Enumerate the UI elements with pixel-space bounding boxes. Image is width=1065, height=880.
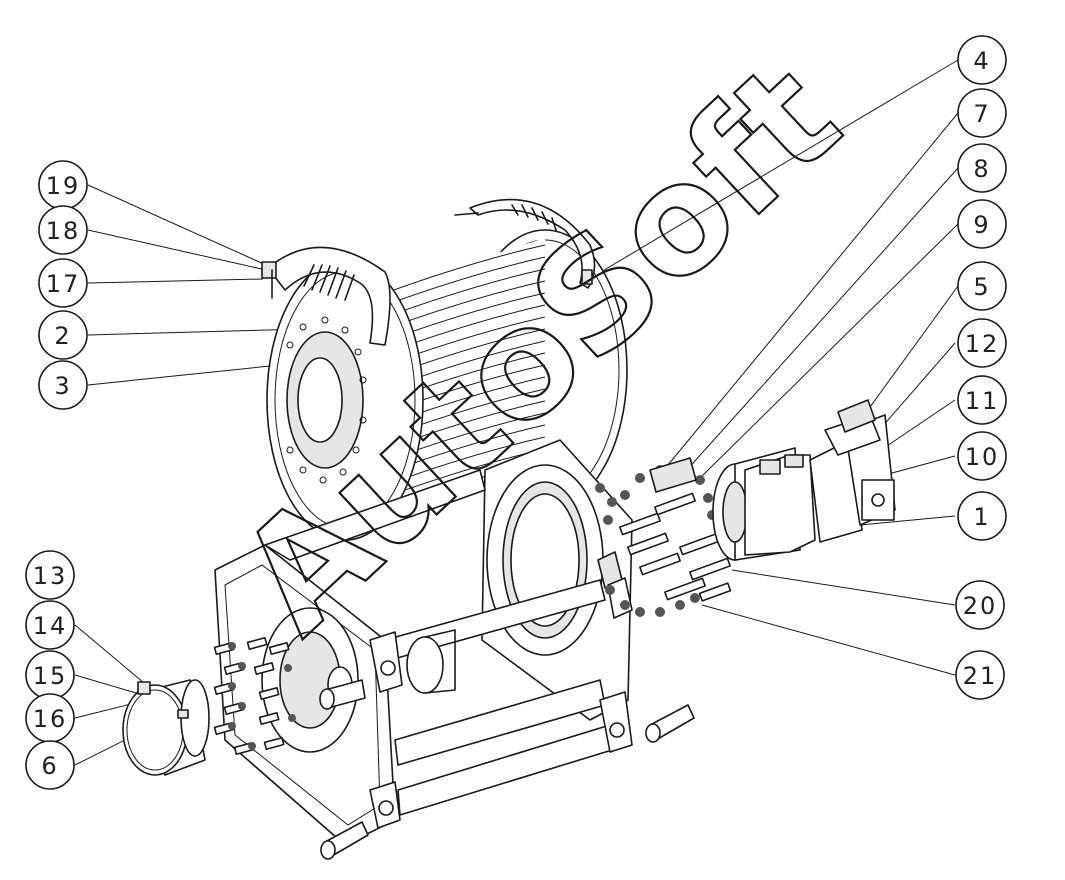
callout-label-7: 7 (973, 100, 990, 128)
callout-5: 5 (957, 261, 1007, 311)
callout-17: 17 (38, 258, 88, 308)
callout-9: 9 (957, 199, 1007, 249)
callout-1: 1 (957, 491, 1007, 541)
callout-3: 3 (38, 360, 88, 410)
callout-label-6: 6 (41, 752, 58, 780)
callout-label-16: 16 (33, 705, 68, 733)
callout-13: 13 (25, 550, 75, 600)
callout-2: 2 (38, 310, 88, 360)
callout-8: 8 (957, 143, 1007, 193)
callout-18: 18 (38, 205, 88, 255)
callout-label-17: 17 (46, 270, 81, 298)
drum-guard-left (261, 246, 391, 346)
callout-10: 10 (957, 431, 1007, 481)
callout-19: 19 (38, 160, 88, 210)
callout-label-15: 15 (33, 662, 68, 690)
callout-label-21: 21 (963, 662, 998, 690)
left-bolt-array (213, 636, 296, 755)
callout-16: 16 (25, 693, 75, 743)
callout-7: 7 (957, 88, 1007, 138)
callout-12: 12 (957, 318, 1007, 368)
callout-label-9: 9 (973, 211, 990, 239)
callout-21: 21 (955, 650, 1005, 700)
leader-lines (74, 59, 959, 766)
callout-label-19: 19 (46, 172, 81, 200)
winch-frame (214, 439, 695, 860)
callout-label-20: 20 (963, 592, 998, 620)
callout-label-4: 4 (973, 47, 990, 75)
callout-4: 4 (957, 35, 1007, 85)
callout-15: 15 (25, 650, 75, 700)
hydraulic-motor (712, 399, 896, 561)
callout-label-3: 3 (54, 372, 71, 400)
drum-guard-right (454, 198, 596, 289)
callout-label-5: 5 (973, 273, 990, 301)
callout-6: 6 (25, 740, 75, 790)
bearing-cap (122, 679, 210, 776)
callout-label-18: 18 (46, 217, 81, 245)
callout-label-12: 12 (965, 330, 1000, 358)
callout-label-2: 2 (54, 322, 71, 350)
right-bolt-flange (595, 457, 732, 617)
callout-label-13: 13 (33, 562, 68, 590)
callout-label-14: 14 (33, 612, 68, 640)
callout-label-11: 11 (965, 387, 1000, 415)
callout-14: 14 (25, 600, 75, 650)
callout-label-8: 8 (973, 155, 990, 183)
callout-label-1: 1 (973, 503, 990, 531)
callout-label-10: 10 (965, 443, 1000, 471)
callout-20: 20 (955, 580, 1005, 630)
callout-11: 11 (957, 375, 1007, 425)
